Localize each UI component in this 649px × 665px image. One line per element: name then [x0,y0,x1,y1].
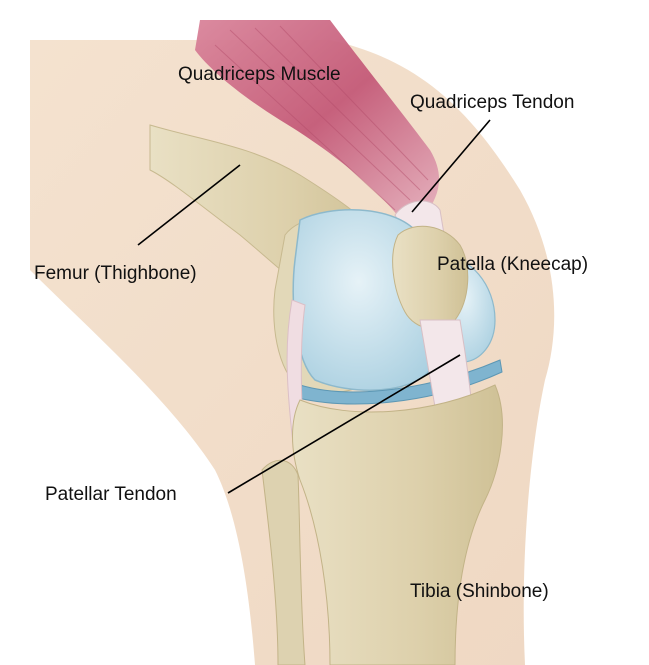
label-quadriceps-muscle: Quadriceps Muscle [178,64,341,85]
label-femur: Femur (Thighbone) [34,263,197,284]
label-patella: Patella (Kneecap) [437,254,588,275]
label-tibia: Tibia (Shinbone) [410,581,549,602]
label-quadriceps-tendon: Quadriceps Tendon [410,92,574,113]
label-patellar-tendon: Patellar Tendon [45,484,177,505]
